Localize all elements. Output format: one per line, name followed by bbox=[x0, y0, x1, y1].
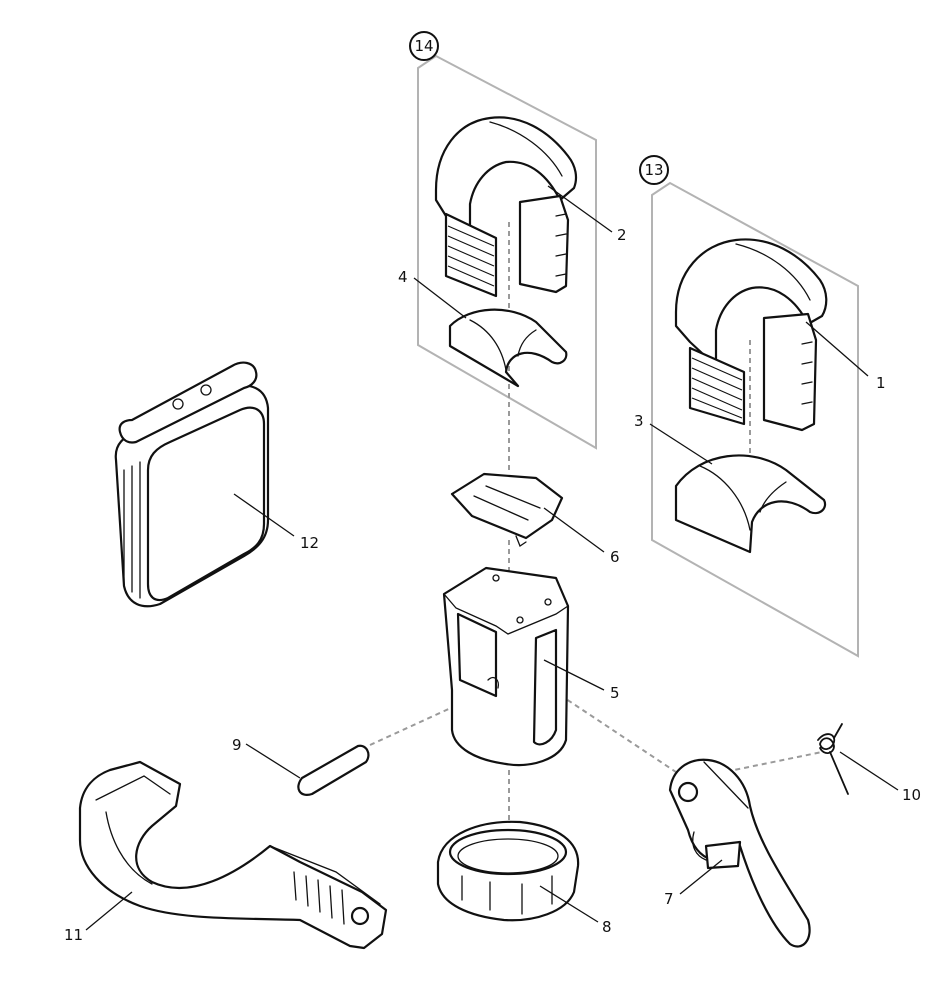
part-6-saddle-plate bbox=[450, 472, 564, 547]
part-1-clamp bbox=[674, 238, 828, 432]
part-8-label: 8 bbox=[602, 918, 612, 936]
part-2-clamp bbox=[434, 116, 578, 298]
group-14-box bbox=[417, 54, 597, 450]
group-14-callout: 14 bbox=[409, 31, 439, 61]
part-9-label: 9 bbox=[232, 736, 242, 754]
part-10-label: 10 bbox=[902, 786, 921, 804]
group-13-box bbox=[651, 181, 859, 658]
part-12-case bbox=[114, 361, 270, 608]
part-10-spring bbox=[817, 723, 849, 795]
part-6-label: 6 bbox=[610, 548, 620, 566]
leader-lines bbox=[85, 185, 899, 931]
part-3-label: 3 bbox=[634, 412, 644, 430]
part-2-label: 2 bbox=[617, 226, 627, 244]
part-3-half-shell bbox=[674, 454, 827, 554]
part-7-lever bbox=[668, 758, 811, 948]
part-12-label: 12 bbox=[300, 534, 319, 552]
part-5-label: 5 bbox=[610, 684, 620, 702]
part-4-label: 4 bbox=[398, 268, 408, 286]
part-4-half-shell bbox=[448, 308, 568, 388]
part-1-label: 1 bbox=[876, 374, 886, 392]
group-13-label: 13 bbox=[644, 161, 663, 179]
part-labels: 1 2 3 4 5 6 7 8 9 10 11 12 bbox=[64, 226, 921, 944]
part-5-main-body bbox=[442, 566, 570, 766]
group-13-callout: 13 bbox=[639, 155, 669, 185]
part-11-label: 11 bbox=[64, 926, 83, 944]
part-7-label: 7 bbox=[664, 890, 674, 908]
part-9-pin bbox=[297, 744, 370, 796]
part-8-ring-nut bbox=[436, 820, 580, 922]
group-14-label: 14 bbox=[414, 37, 433, 55]
part-11-wrench bbox=[78, 760, 388, 950]
